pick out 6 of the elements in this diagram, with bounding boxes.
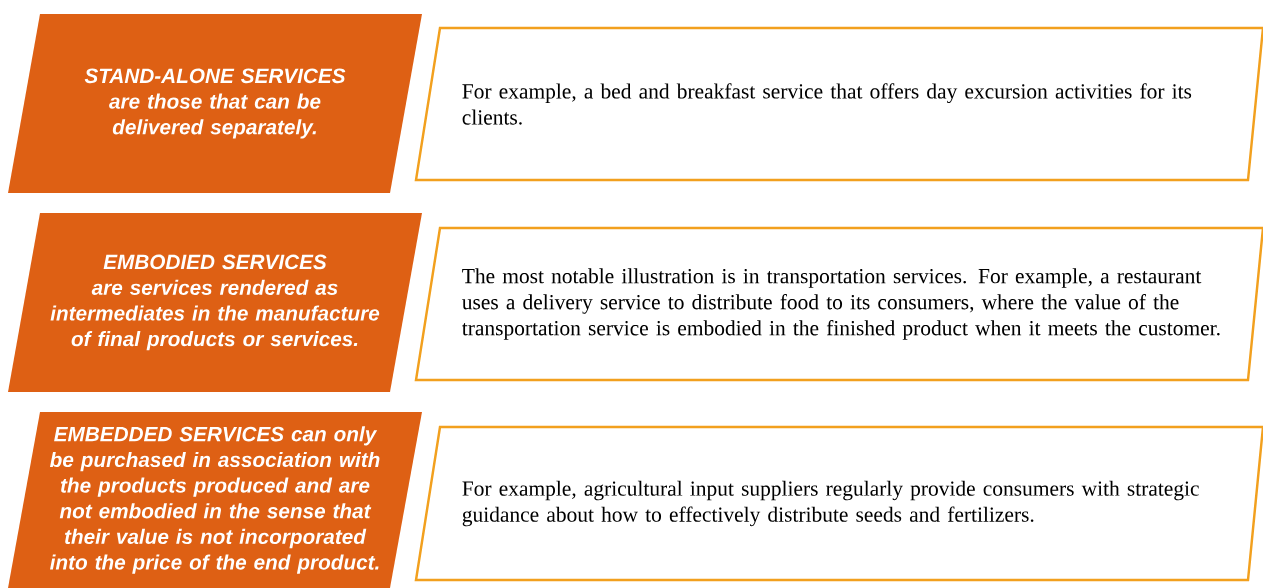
definition-box: EMBODIED SERVICES are services rendered as intermediates in the manufacture of final products or services. [8,213,422,392]
example-box: For example, agricultural input suppliers regularly provide consumers with strategic guidance about how to effectively distribute seeds and fertilizers. [414,425,1263,582]
example-box: The most notable illustration is in transportation services. For example, a restaurant uses a delivery service to distribute food to its consumers, where the value of the transportation service is embodied in the finished product when it meets the customer. [414,226,1263,382]
example-box: For example, a bed and breakfast service that offers day excursion activities for its clients. [414,26,1263,182]
definition-box: STAND-ALONE SERVICES are those that can be delivered separately. [8,14,422,193]
definition-box: EMBEDDED SERVICES can only be purchased in association with the products produced and are not embodied in the sense that their value is not incorporated into the price of the end product. [8,412,422,588]
